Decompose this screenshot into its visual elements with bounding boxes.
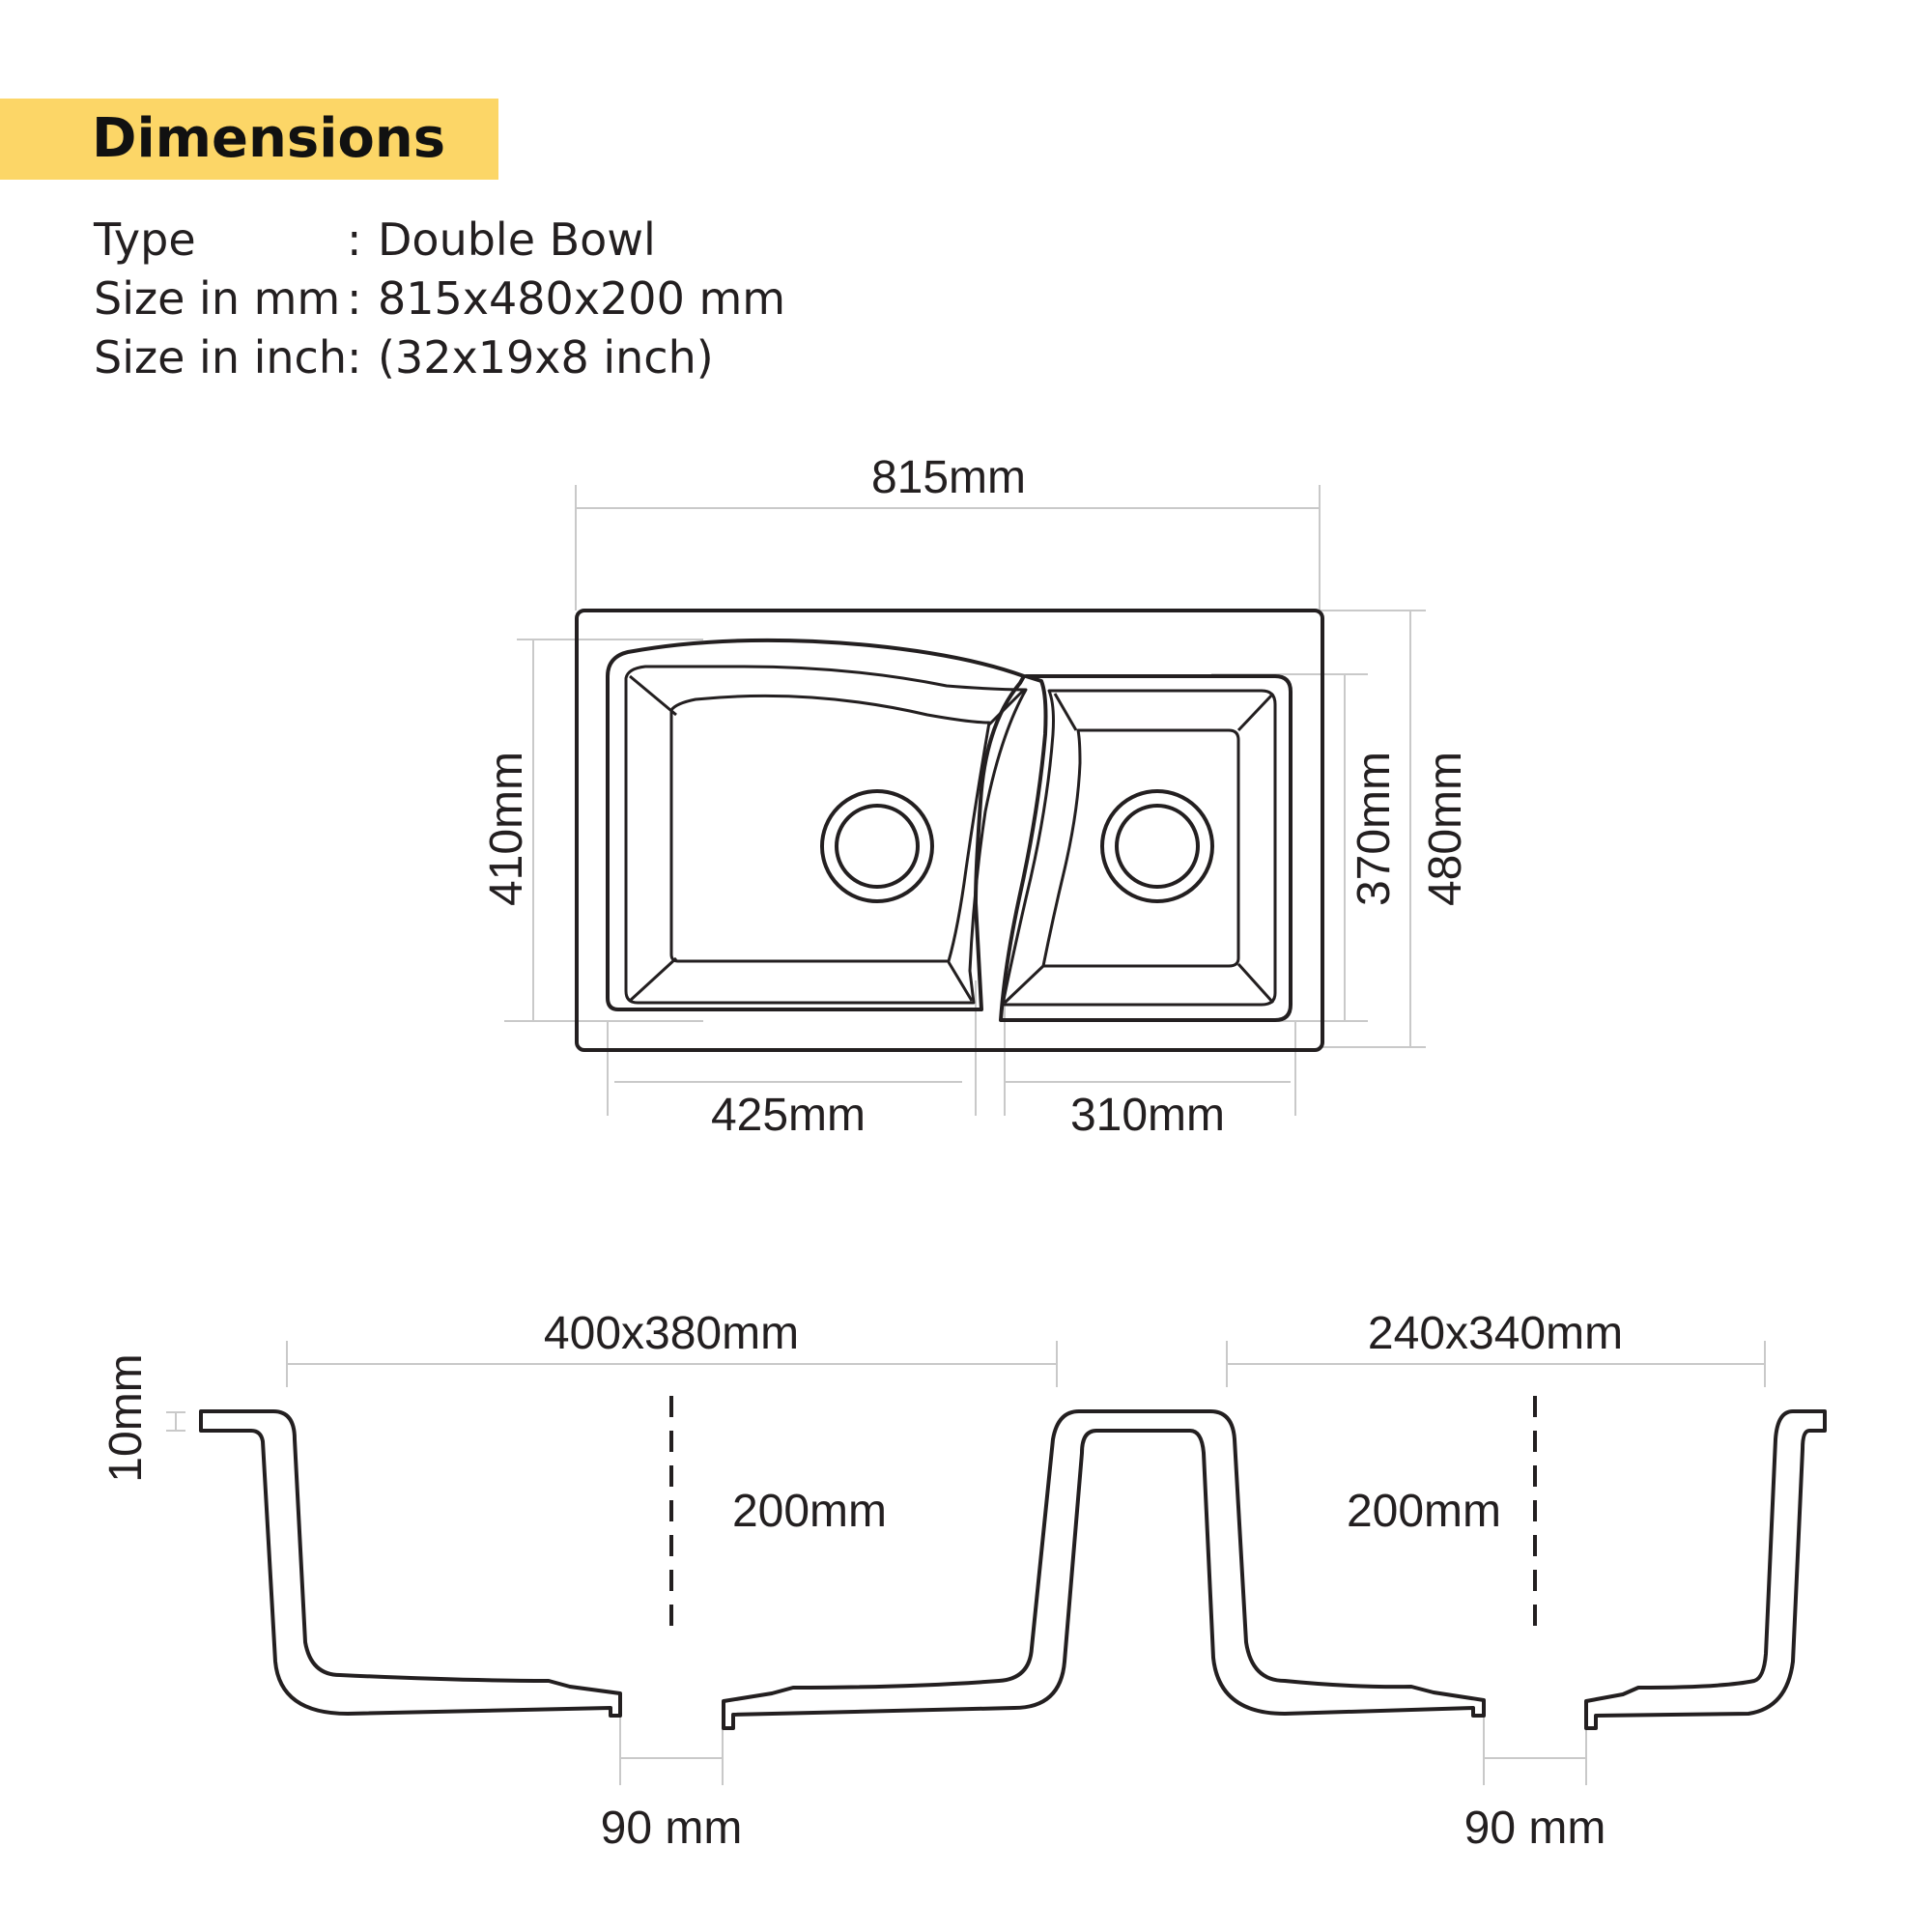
right-bowl-floor xyxy=(1041,728,1240,968)
spec-label: Size in mm xyxy=(94,272,341,325)
left-drain-outer xyxy=(820,789,934,903)
overall-width-label: 815mm xyxy=(871,452,1026,503)
left-bowl-depth-label: 410mm xyxy=(481,752,532,906)
section-view: 400x380mm 240x340mm 10mm 200mm 200mm 90 … xyxy=(100,1308,1827,1854)
right-drain-outer xyxy=(1100,789,1214,903)
spec-row-size-mm: Size in mm : 815x480x200 mm xyxy=(94,270,785,328)
sink-deck-outline xyxy=(575,609,1324,1052)
left-bowl-left-wall xyxy=(199,1409,622,1718)
left-drain-inner xyxy=(835,804,920,889)
right-drain-label: 90 mm xyxy=(1464,1803,1606,1854)
section-dimension-lines xyxy=(166,1341,1766,1785)
right-bowl-size-label: 240x340mm xyxy=(1368,1308,1623,1359)
right-bowl-depth-label: 370mm xyxy=(1349,752,1400,906)
title-banner xyxy=(0,99,498,180)
left-drain-label: 90 mm xyxy=(601,1803,743,1854)
spec-separator: : xyxy=(347,272,362,325)
right-bowl-width-label: 310mm xyxy=(1070,1090,1225,1141)
spec-separator: : xyxy=(347,331,362,384)
left-bowl-height-label: 200mm xyxy=(732,1486,887,1537)
right-bowl-right-wall xyxy=(1584,1409,1827,1730)
right-bowl-rim xyxy=(999,674,1293,1022)
left-bowl-width-label: 425mm xyxy=(711,1090,866,1141)
spec-list: Type : Double Bowl Size in mm : 815x480x… xyxy=(94,211,785,387)
spec-label: Size in inch xyxy=(94,331,347,384)
overall-depth-label: 480mm xyxy=(1420,752,1471,906)
left-bowl-ledge xyxy=(624,665,1028,1005)
right-drain-inner xyxy=(1115,804,1200,889)
right-bowl-height-label: 200mm xyxy=(1347,1486,1501,1537)
spec-value: Double Bowl xyxy=(378,213,656,266)
spec-value: 815x480x200 mm xyxy=(378,272,786,325)
spec-value: (32x19x8 inch) xyxy=(378,331,714,384)
page-title: Dimensions xyxy=(92,107,446,170)
spec-label: Type xyxy=(94,213,196,266)
left-bowl-right-wall xyxy=(722,1409,1486,1730)
top-view: 815mm 480mm 410mm 370mm 425mm 310mm xyxy=(481,452,1471,1141)
spec-separator: : xyxy=(347,213,362,266)
rim-thickness-label: 10mm xyxy=(100,1353,152,1482)
right-bowl-ledge xyxy=(1001,689,1277,1007)
top-view-dimension-lines xyxy=(504,485,1426,1116)
left-bowl-size-label: 400x380mm xyxy=(544,1308,799,1359)
left-bowl-floor xyxy=(669,694,991,963)
spec-row-type: Type : Double Bowl xyxy=(94,211,785,270)
spec-row-size-inch: Size in inch : (32x19x8 inch) xyxy=(94,328,785,387)
